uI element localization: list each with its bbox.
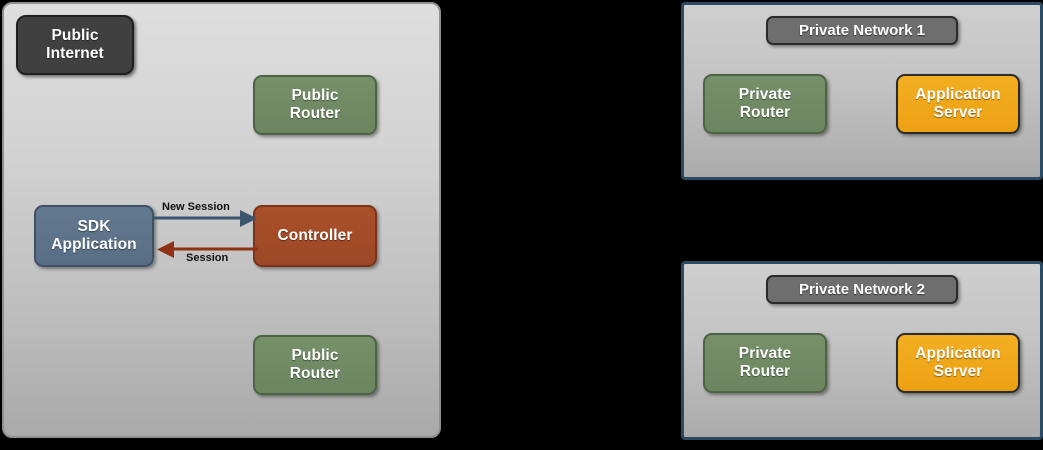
node-public-router-bottom-line1: Public <box>291 346 339 364</box>
node-public-internet[interactable]: Public Internet <box>16 15 134 75</box>
node-application-server-1-line1: Application <box>915 85 1001 103</box>
node-sdk-application-line2: Application <box>51 236 137 253</box>
arrow-label-new-session: New Session <box>162 201 230 213</box>
node-public-router-bottom[interactable]: Public Router <box>253 335 377 395</box>
private-network-1-title: Private Network 1 <box>766 16 958 45</box>
arrow-session <box>157 241 258 258</box>
node-private-router-1-line2: Router <box>739 104 791 121</box>
node-public-router-bottom-line2: Router <box>289 365 341 382</box>
node-private-router-2-text: Private Router <box>739 345 791 382</box>
node-private-router-2[interactable]: Private Router <box>703 333 827 393</box>
node-public-router-top-text: Public Router <box>290 87 341 124</box>
node-sdk-application-text: SDK Application <box>51 218 137 255</box>
node-application-server-1-line2: Server <box>933 104 983 121</box>
node-public-router-top-line1: Public <box>291 86 339 104</box>
private-network-2-panel: Private Network 2 Private Router Applica… <box>681 261 1043 440</box>
node-application-server-1-text: Application Server <box>915 86 1001 123</box>
node-private-router-2-line1: Private <box>738 344 792 362</box>
private-network-1-panel: Private Network 1 Private Router Applica… <box>681 2 1043 180</box>
node-private-router-1-line1: Private <box>738 85 792 103</box>
node-sdk-application[interactable]: SDK Application <box>34 205 154 267</box>
node-public-router-top-line2: Router <box>289 105 341 122</box>
node-public-internet-text: Public Internet <box>46 27 104 64</box>
private-network-2-title: Private Network 2 <box>766 275 958 304</box>
node-public-internet-line2: Internet <box>46 45 104 62</box>
node-application-server-2-line2: Server <box>933 363 983 380</box>
node-application-server-2-text: Application Server <box>915 345 1001 382</box>
node-controller[interactable]: Controller <box>253 205 377 267</box>
node-application-server-2[interactable]: Application Server <box>896 333 1020 393</box>
node-application-server-1[interactable]: Application Server <box>896 74 1020 134</box>
node-public-router-top[interactable]: Public Router <box>253 75 377 135</box>
arrow-label-session: Session <box>186 252 229 264</box>
node-application-server-2-line1: Application <box>915 344 1001 362</box>
node-public-router-bottom-text: Public Router <box>290 347 341 384</box>
node-private-router-1-text: Private Router <box>739 86 791 123</box>
public-internet-panel: Public Internet Public Router Public Rou… <box>2 2 441 438</box>
node-private-router-2-line2: Router <box>739 363 791 380</box>
node-public-internet-line1: Public <box>51 26 99 44</box>
node-sdk-application-line1: SDK <box>77 217 111 235</box>
node-private-router-1[interactable]: Private Router <box>703 74 827 134</box>
arrow-new-session <box>154 210 257 227</box>
node-controller-label: Controller <box>277 226 353 244</box>
